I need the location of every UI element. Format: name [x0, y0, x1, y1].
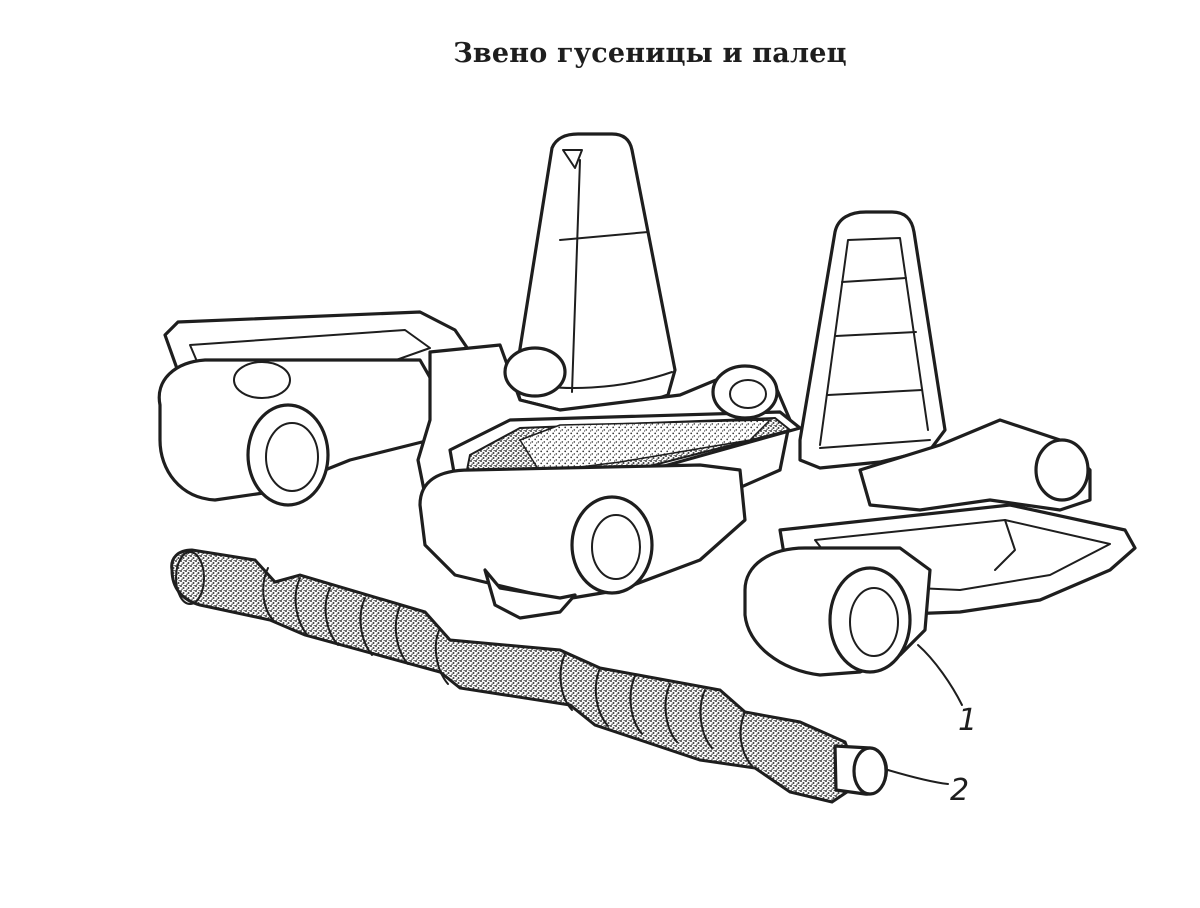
right-eye-lug: [743, 418, 1137, 677]
callout-2: 2: [887, 769, 969, 808]
callout-label-1: 1: [958, 703, 977, 738]
track-pin: [170, 548, 888, 804]
callout-label-2: 2: [950, 773, 969, 808]
right-guide-tooth: [798, 210, 947, 470]
callout-1: 1: [917, 644, 977, 738]
left-guide-tooth: [513, 132, 677, 412]
left-eye-lug: [157, 310, 472, 507]
central-body: [416, 343, 802, 620]
figure-title: Звено гусеницы и палец: [453, 38, 847, 69]
